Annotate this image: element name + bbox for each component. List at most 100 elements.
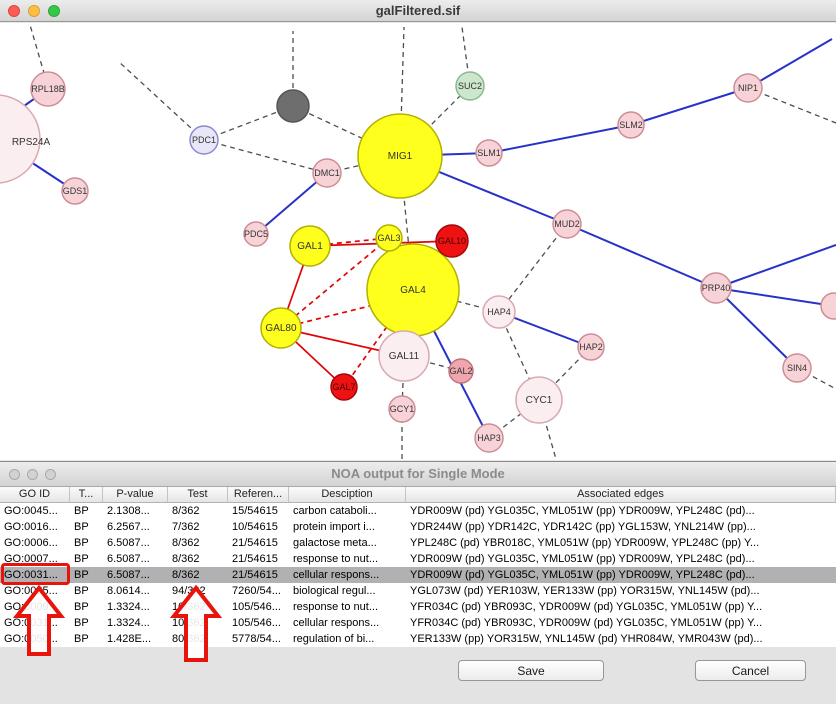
network-edge[interactable] <box>203 105 294 141</box>
node-GCY1[interactable] <box>388 395 416 423</box>
node-label: RPS24A <box>12 137 51 148</box>
network-edge[interactable] <box>498 311 540 401</box>
node-MUD2[interactable] <box>552 209 582 239</box>
cell-go_id: GO:0007... <box>4 553 58 565</box>
cell-edges: YPL248C (pd) YBR018C, YML051W (pp) YDR00… <box>410 537 760 549</box>
network-edge[interactable] <box>488 124 632 154</box>
zoom-button-inactive[interactable] <box>45 469 56 480</box>
cell-edges: YDR009W (pd) YGL035C, YML051W (pp) YDR00… <box>410 505 755 517</box>
network-edge[interactable] <box>27 17 45 74</box>
node-label: SUC2 <box>458 81 482 91</box>
cell-test: 94/362 <box>172 585 206 597</box>
cell-test: 8/362 <box>172 569 200 581</box>
node-GAL3[interactable] <box>375 224 403 252</box>
node-label: HAP3 <box>477 433 501 443</box>
network-edge[interactable] <box>715 287 798 369</box>
node-label: GAL2 <box>449 366 472 376</box>
network-edge[interactable] <box>292 105 401 157</box>
node-HAP2[interactable] <box>577 333 605 361</box>
noa-window-titlebar[interactable]: NOA output for Single Mode <box>0 462 836 487</box>
network-window-titlebar[interactable]: galFiltered.sif <box>0 0 836 22</box>
cancel-button[interactable]: Cancel <box>695 660 806 681</box>
cell-edges: YDR009W (pd) YGL035C, YML051W (pp) YDR00… <box>410 569 755 581</box>
zoom-button[interactable] <box>48 5 60 17</box>
node-SIN4[interactable] <box>782 353 812 383</box>
node-SUC2[interactable] <box>455 71 485 101</box>
network-edge[interactable] <box>630 87 749 126</box>
cell-reference: 21/54615 <box>232 537 278 549</box>
node-unlabeled[interactable] <box>820 292 836 320</box>
minimize-button-inactive[interactable] <box>27 469 38 480</box>
node-GAL2[interactable] <box>448 358 474 384</box>
node-SLM1[interactable] <box>475 139 503 167</box>
cell-type: BP <box>74 569 89 581</box>
network-edge[interactable] <box>280 237 390 329</box>
node-GAL1[interactable] <box>289 225 331 267</box>
cell-description: response to nut... <box>293 553 378 565</box>
cell-go_id: GO:0031... <box>4 617 58 629</box>
node-GDS1[interactable] <box>61 177 89 205</box>
close-button-inactive[interactable] <box>9 469 20 480</box>
node-GAL10[interactable] <box>435 224 469 258</box>
node-label: RPL18B <box>31 84 65 94</box>
close-button[interactable] <box>8 5 20 17</box>
node-GAL80[interactable] <box>260 307 302 349</box>
column-header-reference[interactable]: Referen... <box>228 487 289 502</box>
node-label: SIN4 <box>787 363 807 373</box>
node-GAL7[interactable] <box>330 373 358 401</box>
node-unlabeled[interactable] <box>276 89 310 123</box>
network-edge[interactable] <box>399 85 471 157</box>
network-edge[interactable] <box>796 367 836 390</box>
column-header-type[interactable]: T... <box>70 487 103 502</box>
cell-p_value: 1.428E... <box>107 633 152 645</box>
column-header-p_value[interactable]: P-value <box>103 487 168 502</box>
node-PRP40[interactable] <box>700 272 732 304</box>
node-SLM2[interactable] <box>617 111 645 139</box>
network-edge[interactable] <box>747 38 833 89</box>
column-header-go_id[interactable]: GO ID <box>0 487 70 502</box>
cell-type: BP <box>74 617 89 629</box>
node-HAP3[interactable] <box>474 423 504 453</box>
network-edge[interactable] <box>117 60 205 141</box>
node-GAL11[interactable] <box>378 330 430 382</box>
cell-test: 8/362 <box>172 505 200 517</box>
network-edge[interactable] <box>715 244 836 289</box>
node-RPL18B[interactable] <box>30 71 66 107</box>
node-PDC5[interactable] <box>243 221 269 247</box>
minimize-button[interactable] <box>28 5 40 17</box>
node-PDC1[interactable] <box>189 125 219 155</box>
node-CYC1[interactable] <box>515 376 563 424</box>
node-RPS24A[interactable] <box>0 94 41 184</box>
node-DMC1[interactable] <box>312 158 342 188</box>
network-edge[interactable] <box>747 87 836 124</box>
column-header-description[interactable]: Desciption <box>289 487 406 502</box>
node-NIP1[interactable] <box>733 73 763 103</box>
network-edge[interactable] <box>566 223 717 289</box>
cell-p_value: 6.5087... <box>107 537 150 549</box>
column-header-edges[interactable]: Associated edges <box>406 487 836 502</box>
network-edge[interactable] <box>203 139 328 174</box>
network-edge[interactable] <box>715 287 835 307</box>
node-MIG1[interactable] <box>357 113 443 199</box>
cell-description: biological regul... <box>293 585 376 597</box>
network-edge[interactable] <box>255 172 328 235</box>
column-header-test[interactable]: Test <box>168 487 228 502</box>
cell-edges: YGL073W (pd) YER103W, YER133W (pp) YOR31… <box>410 585 760 597</box>
node-label: NIP1 <box>738 83 758 93</box>
node-HAP4[interactable] <box>482 295 516 329</box>
cell-reference: 105/546... <box>232 617 281 629</box>
save-button[interactable]: Save <box>458 660 604 681</box>
cell-description: carbon cataboli... <box>293 505 377 517</box>
network-edge[interactable] <box>498 223 568 313</box>
